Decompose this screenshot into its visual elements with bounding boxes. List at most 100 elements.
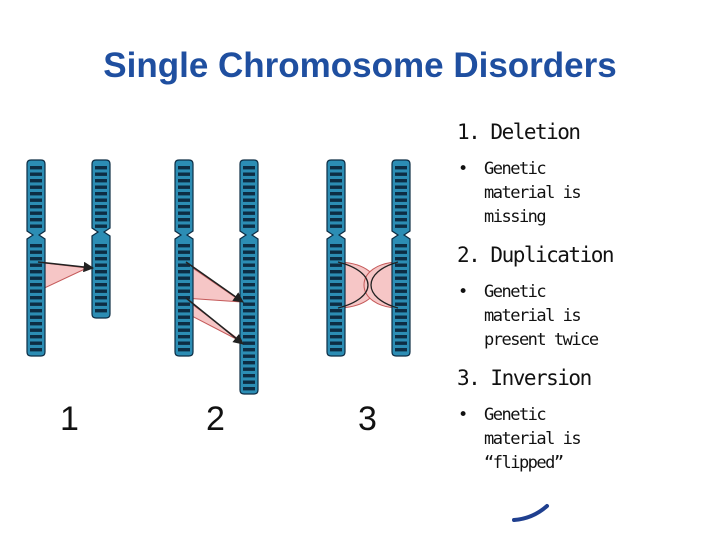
chromosome-band bbox=[395, 328, 407, 332]
chromosome-band bbox=[330, 192, 342, 196]
chromosome-band bbox=[178, 276, 190, 280]
chromosome-band bbox=[178, 348, 190, 352]
chromosome-band bbox=[330, 322, 342, 326]
chromosome-band bbox=[178, 198, 190, 202]
chromosome-band bbox=[178, 296, 190, 300]
chromosome-band bbox=[243, 380, 255, 384]
chromosome-band bbox=[243, 296, 255, 300]
chromosome-band bbox=[330, 289, 342, 293]
chromosome-band bbox=[178, 179, 190, 183]
chromosome-band bbox=[395, 322, 407, 326]
chromosome-band bbox=[178, 185, 190, 189]
chromosome-band bbox=[95, 302, 107, 306]
chromosome-band bbox=[30, 257, 42, 261]
bullet-line: material is bbox=[484, 183, 582, 203]
chromosome-band bbox=[30, 328, 42, 332]
panel-number-2: 2 bbox=[206, 400, 225, 438]
chromosome-band bbox=[243, 211, 255, 215]
chromosome-band bbox=[30, 244, 42, 248]
chromosome-band bbox=[330, 296, 342, 300]
chromosome-band bbox=[30, 335, 42, 339]
chromosome-band bbox=[243, 283, 255, 287]
chromosome-band bbox=[95, 179, 107, 183]
chromosome-band bbox=[30, 172, 42, 176]
chromosome-band bbox=[178, 289, 190, 293]
chromosome-band bbox=[30, 224, 42, 228]
chromosome-band bbox=[395, 257, 407, 261]
chromosome-band bbox=[243, 166, 255, 170]
chromosome-band bbox=[95, 172, 107, 176]
chromosome-band bbox=[30, 218, 42, 222]
chromosome-band bbox=[178, 172, 190, 176]
chromosome-band bbox=[178, 315, 190, 319]
chromosome-band bbox=[395, 198, 407, 202]
chromosome-band bbox=[30, 270, 42, 274]
chromosome-band bbox=[30, 296, 42, 300]
chromosome-band bbox=[243, 218, 255, 222]
chromosome-band bbox=[178, 263, 190, 267]
duplication-arrow bbox=[185, 297, 244, 345]
chromosome-band bbox=[178, 257, 190, 261]
item-heading-inversion: 3. Inversion bbox=[457, 366, 592, 390]
panel-inversion bbox=[326, 159, 411, 357]
chromosome-band bbox=[178, 250, 190, 254]
chromosome-band bbox=[30, 263, 42, 267]
chromosome-band bbox=[95, 276, 107, 280]
chromosome-band bbox=[395, 224, 407, 228]
chromosome-band bbox=[330, 348, 342, 352]
chromosome-band bbox=[95, 270, 107, 274]
chromosome-band bbox=[395, 218, 407, 222]
chromosome-band bbox=[178, 224, 190, 228]
chromosome-band bbox=[95, 224, 107, 228]
chromosome-band bbox=[243, 224, 255, 228]
bullet-line: Genetic bbox=[484, 159, 547, 179]
bullet-line: “flipped” bbox=[484, 453, 564, 473]
chromosome-band bbox=[395, 244, 407, 248]
chromosome-band bbox=[178, 270, 190, 274]
chromosome-band bbox=[330, 276, 342, 280]
chromosome-band bbox=[395, 341, 407, 345]
chromosome-band bbox=[243, 192, 255, 196]
chromosome bbox=[26, 159, 46, 357]
inversion-arrow bbox=[337, 261, 369, 309]
chromosome-band bbox=[243, 335, 255, 339]
chromosome-band bbox=[243, 244, 255, 248]
chromosome-band bbox=[243, 198, 255, 202]
chromosome-band bbox=[243, 179, 255, 183]
chromosome-band bbox=[395, 263, 407, 267]
chromosome-band bbox=[330, 315, 342, 319]
chromosome-band bbox=[243, 354, 255, 358]
chromosome-band bbox=[178, 218, 190, 222]
bullet-marker: • bbox=[458, 282, 468, 302]
chromosome-band bbox=[178, 192, 190, 196]
chromosome-band bbox=[330, 283, 342, 287]
panel-number-3: 3 bbox=[358, 400, 377, 438]
bullet-line: present twice bbox=[484, 330, 599, 350]
chromosome-band bbox=[395, 348, 407, 352]
inversion-arrow bbox=[370, 261, 399, 309]
chromosome-band bbox=[395, 270, 407, 274]
bullet-line: Genetic bbox=[484, 405, 547, 425]
chromosome-band bbox=[243, 361, 255, 365]
chromosome-band bbox=[30, 315, 42, 319]
chromosome-band bbox=[330, 211, 342, 215]
chromosome-band bbox=[178, 302, 190, 306]
chromosome-band bbox=[178, 205, 190, 209]
chromosome-band bbox=[30, 348, 42, 352]
chromosome-band bbox=[330, 250, 342, 254]
chromosome-band bbox=[395, 250, 407, 254]
chromosome-band bbox=[330, 179, 342, 183]
chromosome bbox=[91, 159, 111, 319]
chromosome-band bbox=[330, 172, 342, 176]
bullet-line: Genetic bbox=[484, 282, 547, 302]
chromosome-band bbox=[95, 283, 107, 287]
chromosome-band bbox=[243, 322, 255, 326]
chromosome-band bbox=[243, 328, 255, 332]
chromosome-band bbox=[243, 309, 255, 313]
chromosome-band bbox=[395, 315, 407, 319]
chromosome-band bbox=[330, 270, 342, 274]
chromosome-band bbox=[395, 192, 407, 196]
chromosome-band bbox=[30, 205, 42, 209]
chromosome-band bbox=[30, 276, 42, 280]
duplication-arrow bbox=[185, 261, 244, 303]
